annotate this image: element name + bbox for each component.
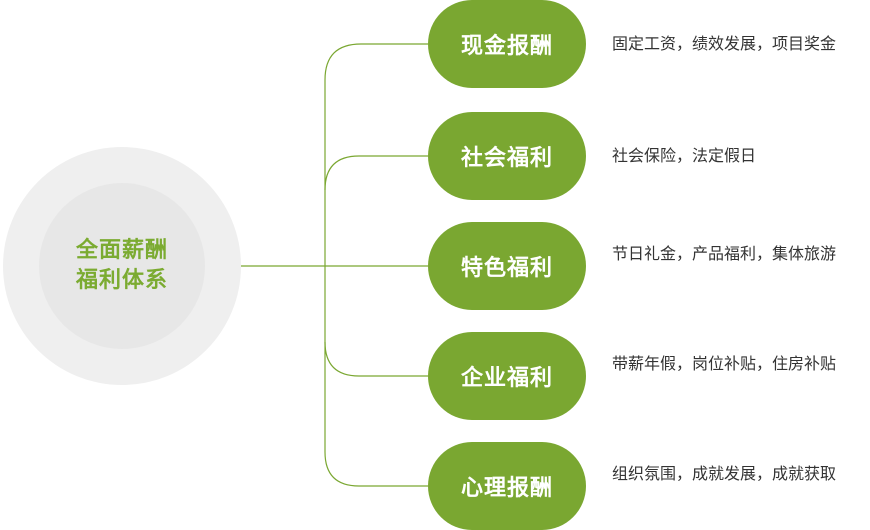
branch-social-welfare: 社会福利 — [428, 112, 586, 200]
connector-branch-2 — [324, 155, 428, 191]
connector-branch-4 — [324, 341, 428, 377]
branch-label: 现金报酬 — [460, 34, 553, 59]
branch-label: 社会福利 — [460, 146, 553, 171]
center-title-line1: 全面薪酬 — [75, 238, 168, 263]
branch-psychological-reward: 心理报酬 — [428, 442, 586, 530]
branch-description: 节日礼金，产品福利，集体旅游 — [612, 244, 837, 263]
connector-branch-5 — [324, 451, 428, 487]
branch-label: 企业福利 — [460, 366, 553, 391]
branch-description: 固定工资，绩效发展，项目奖金 — [612, 34, 837, 53]
center-hub-inner: 全面薪酬 福利体系 — [39, 183, 205, 349]
branch-label: 特色福利 — [460, 256, 553, 281]
connector-branch-1 — [324, 43, 428, 81]
branch-special-welfare: 特色福利 — [428, 222, 586, 310]
center-title-line2: 福利体系 — [75, 268, 168, 293]
branch-description: 社会保险，法定假日 — [612, 146, 757, 165]
center-hub: 全面薪酬 福利体系 — [3, 147, 241, 385]
branch-cash-compensation: 现金报酬 — [428, 0, 586, 88]
branch-description: 带薪年假，岗位补贴，住房补贴 — [612, 354, 837, 373]
branch-label: 心理报酬 — [460, 476, 553, 501]
branch-description: 组织氛围，成就发展，成就获取 — [612, 464, 837, 483]
branch-corporate-welfare: 企业福利 — [428, 332, 586, 420]
